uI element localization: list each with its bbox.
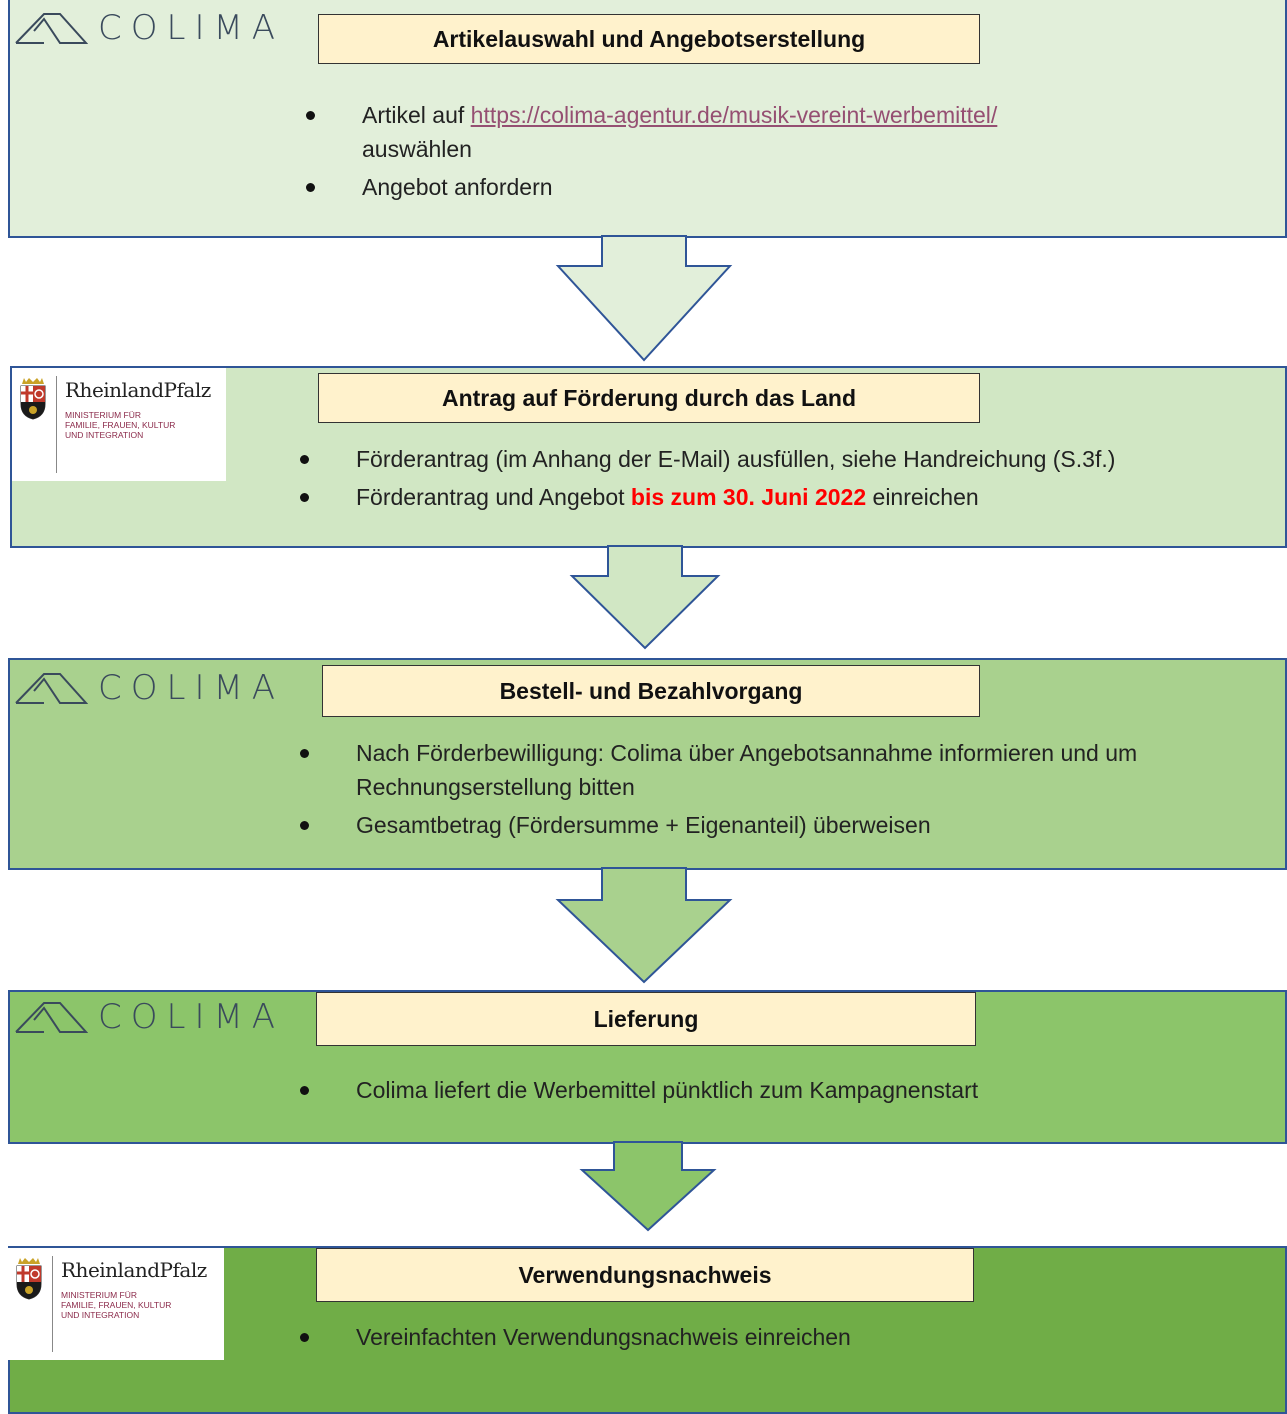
bullet-icon: [300, 749, 309, 758]
rheinland-pfalz-logo: RheinlandPfalz MINISTERIUM FÜR FAMILIE, …: [8, 1248, 224, 1360]
bullet-list-artikelauswahl: Artikel auf https://colima-agentur.de/mu…: [306, 98, 1246, 208]
bullet-suffix: einreichen: [866, 484, 979, 510]
bullet-list-lieferung: Colima liefert die Werbemittel pünktlich…: [300, 1073, 1260, 1111]
step-title-lieferung: Lieferung: [316, 992, 976, 1046]
bullet-text: Vereinfachten Verwendungsnachweis einrei…: [356, 1324, 851, 1350]
bullet-text: Angebot anfordern: [362, 174, 553, 200]
colima-wordmark: COLIMA: [98, 8, 285, 48]
list-item: Colima liefert die Werbemittel pünktlich…: [300, 1073, 1260, 1107]
coat-of-arms-icon: [16, 1258, 42, 1300]
rlp-name: RheinlandPfalz: [61, 1258, 207, 1282]
deadline-highlight: bis zum 30. Juni 2022: [630, 484, 867, 510]
list-item: Förderantrag und Angebot bis zum 30. Jun…: [300, 480, 1260, 514]
bullet-text: Colima liefert die Werbemittel pünktlich…: [356, 1077, 979, 1103]
bullet-list-bestellung: Nach Förderbewilligung: Colima über Ange…: [300, 736, 1260, 846]
bullet-prefix: Artikel auf: [362, 102, 471, 128]
bullet-icon: [300, 821, 309, 830]
step-title-artikelauswahl: Artikelauswahl und Angebotserstellung: [318, 14, 980, 64]
step-title-verwendungsnachweis: Verwendungsnachweis: [316, 1248, 974, 1302]
bullet-text: Gesamtbetrag (Fördersumme + Eigenanteil)…: [356, 812, 931, 838]
rlp-subtitle: MINISTERIUM FÜR FAMILIE, FRAUEN, KULTUR …: [65, 410, 176, 440]
article-link[interactable]: https://colima-agentur.de/musik-vereint-…: [470, 102, 998, 128]
bullet-icon: [300, 493, 309, 502]
bullet-text: Förderantrag (im Anhang der E-Mail) ausf…: [356, 446, 1116, 472]
bullet-icon: [300, 455, 309, 464]
list-item: Artikel auf https://colima-agentur.de/mu…: [306, 98, 1246, 166]
bullet-list-verwendungsnachweis: Vereinfachten Verwendungsnachweis einrei…: [300, 1320, 1260, 1358]
bullet-icon: [300, 1086, 309, 1095]
bullet-list-antrag: Förderantrag (im Anhang der E-Mail) ausf…: [300, 442, 1260, 518]
step-title-bestellung: Bestell- und Bezahlvorgang: [322, 665, 980, 717]
colima-logo: COLIMA: [14, 997, 284, 1037]
down-arrow-1: [555, 235, 733, 362]
colima-logo: COLIMA: [14, 668, 284, 708]
bullet-icon: [306, 111, 315, 120]
bullet-icon: [300, 1333, 309, 1342]
list-item: Vereinfachten Verwendungsnachweis einrei…: [300, 1320, 1260, 1354]
down-arrow-4: [579, 1141, 717, 1232]
down-arrow-2: [569, 545, 721, 650]
colima-logo: COLIMA: [14, 8, 284, 48]
mountain-outline-icon: [15, 13, 88, 44]
coat-of-arms-icon: [20, 378, 46, 420]
bullet-prefix: Förderantrag und Angebot: [356, 484, 631, 510]
step-title-antrag: Antrag auf Förderung durch das Land: [318, 373, 980, 423]
down-arrow-3: [555, 867, 733, 984]
mountain-outline-icon: [15, 1002, 88, 1033]
rheinland-pfalz-logo: RheinlandPfalz MINISTERIUM FÜR FAMILIE, …: [12, 368, 226, 481]
mountain-outline-icon: [15, 673, 88, 704]
list-item: Nach Förderbewilligung: Colima über Ange…: [300, 736, 1260, 804]
colima-wordmark: COLIMA: [98, 668, 285, 708]
list-item: Förderantrag (im Anhang der E-Mail) ausf…: [300, 442, 1260, 476]
colima-wordmark: COLIMA: [98, 997, 285, 1037]
list-item: Gesamtbetrag (Fördersumme + Eigenanteil)…: [300, 808, 1260, 842]
rlp-name: RheinlandPfalz: [65, 378, 211, 402]
bullet-icon: [306, 183, 315, 192]
bullet-suffix: auswählen: [362, 136, 472, 162]
list-item: Angebot anfordern: [306, 170, 1246, 204]
rlp-subtitle: MINISTERIUM FÜR FAMILIE, FRAUEN, KULTUR …: [61, 1290, 172, 1320]
bullet-text: Nach Förderbewilligung: Colima über Ange…: [356, 740, 1138, 800]
